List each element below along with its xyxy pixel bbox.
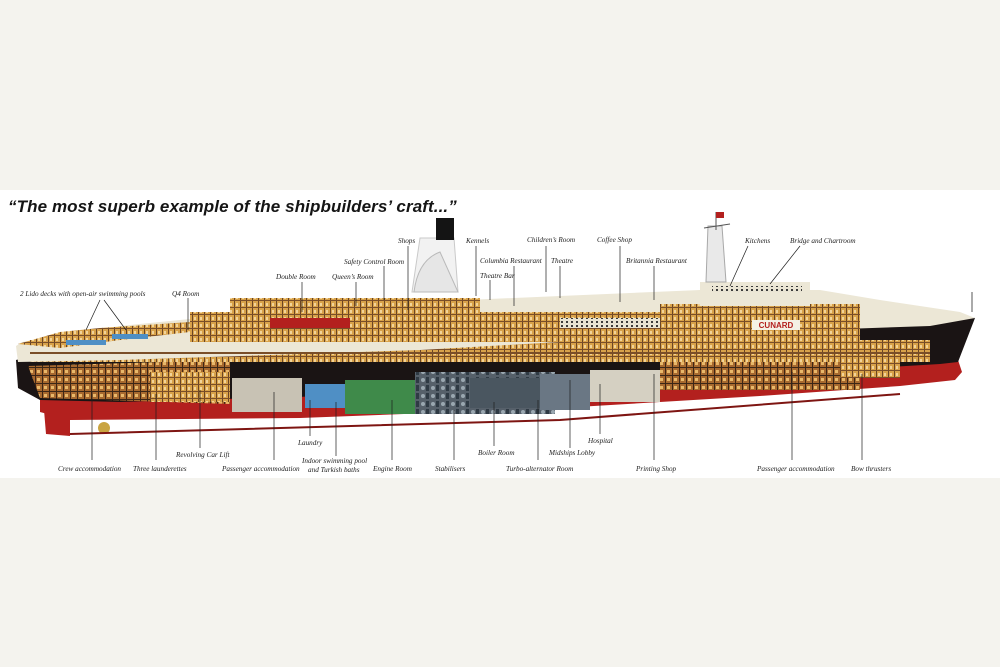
- leader-lines: [85, 245, 863, 460]
- mid-deck-lines: [30, 352, 930, 354]
- label-laundry: Laundry: [298, 439, 323, 447]
- label-crew-accommodation: Crew accommodation: [58, 465, 122, 473]
- label-passenger-accommodation-fwd: Passenger accommodation: [757, 465, 835, 473]
- label-printing-shop: Printing Shop: [636, 465, 677, 473]
- label-midships-lobby: Midships Lobby: [549, 449, 596, 457]
- funnel: [411, 218, 459, 293]
- label-three-launderettes: Three launderettes: [133, 465, 187, 473]
- label-shops: Shops: [398, 237, 416, 245]
- mast-flag: [716, 212, 724, 218]
- headline-quote: “The most superb example of the shipbuil…: [8, 197, 457, 216]
- cunard-plaque: [752, 320, 800, 330]
- rudder: [44, 410, 70, 436]
- label-turbo-alternator-room: Turbo-alternator Room: [506, 465, 574, 473]
- leader-lido: [85, 299, 101, 331]
- label-childrens-room: Children’s Room: [527, 236, 576, 244]
- lobby-area: [590, 370, 660, 402]
- label-indoor-pool-line1: Indoor swimming pool: [302, 457, 368, 465]
- label-britannia-restaurant: Britannia Restaurant: [626, 257, 687, 265]
- label-passenger-accommodation-aft: Passenger accommodation: [222, 465, 300, 473]
- cunard-branding: CUNARD: [759, 321, 794, 330]
- lido-pool-upper: [66, 340, 106, 345]
- keel: [69, 393, 901, 435]
- label-double-room: Double Room: [276, 273, 316, 281]
- superstructure: [16, 282, 975, 362]
- mast-body: [705, 225, 727, 283]
- lido-pool-lower: [112, 334, 148, 339]
- label-indoor-pool: Indoor swimming pool and Turkish baths: [302, 457, 367, 475]
- funnel-wind-scoop: [413, 251, 459, 293]
- label-bow-thrusters: Bow thrusters: [851, 465, 892, 473]
- mast: [703, 212, 973, 312]
- label-boiler-room: Boiler Room: [478, 449, 515, 457]
- leader-kitchens: [729, 245, 749, 287]
- upper-lounges: [230, 298, 480, 312]
- label-lido-decks: 2 Lido decks with open-air swimming pool…: [20, 290, 146, 298]
- label-kennels: Kennels: [466, 237, 490, 245]
- label-q4-room: Q4 Room: [172, 290, 200, 298]
- label-queens-room: Queen’s Room: [332, 273, 374, 281]
- mast-yard: [703, 223, 731, 229]
- label-theatre-bar: Theatre Bar: [480, 272, 515, 280]
- label-columbia-restaurant: Columbia Restaurant: [480, 257, 542, 265]
- label-bridge-and-chartroom: Bridge and Chartroom: [790, 237, 856, 245]
- bridge-block: [700, 282, 810, 306]
- label-coffee-shop: Coffee Shop: [597, 236, 632, 244]
- car-deck: [150, 372, 230, 402]
- funnel-top: [436, 218, 454, 240]
- label-stabilisers: Stabilisers: [435, 465, 466, 473]
- turbo-room-area: [540, 374, 590, 410]
- indoor-pool: [305, 384, 345, 408]
- bridge-windows: [712, 286, 802, 292]
- hull-cutaway: [28, 340, 930, 414]
- leader-bridge: [769, 245, 801, 285]
- engine-room-area: [345, 380, 415, 414]
- boiler-room-area: [470, 378, 540, 408]
- label-indoor-pool-line2: and Turkish baths: [308, 466, 360, 474]
- label-kitchens: Kitchens: [745, 237, 771, 245]
- propeller: [98, 422, 110, 434]
- red-carpet-room: [270, 318, 350, 328]
- aft-lido-decks: [18, 322, 190, 348]
- label-safety-control-room: Safety Control Room: [344, 258, 405, 266]
- label-theatre: Theatre: [551, 257, 574, 265]
- laundry-area: [232, 378, 302, 412]
- label-engine-room: Engine Room: [373, 465, 412, 473]
- leader-lido-2: [103, 299, 127, 331]
- label-hospital: Hospital: [588, 437, 613, 445]
- label-revolving-car-lift: Revolving Car Lift: [176, 451, 230, 459]
